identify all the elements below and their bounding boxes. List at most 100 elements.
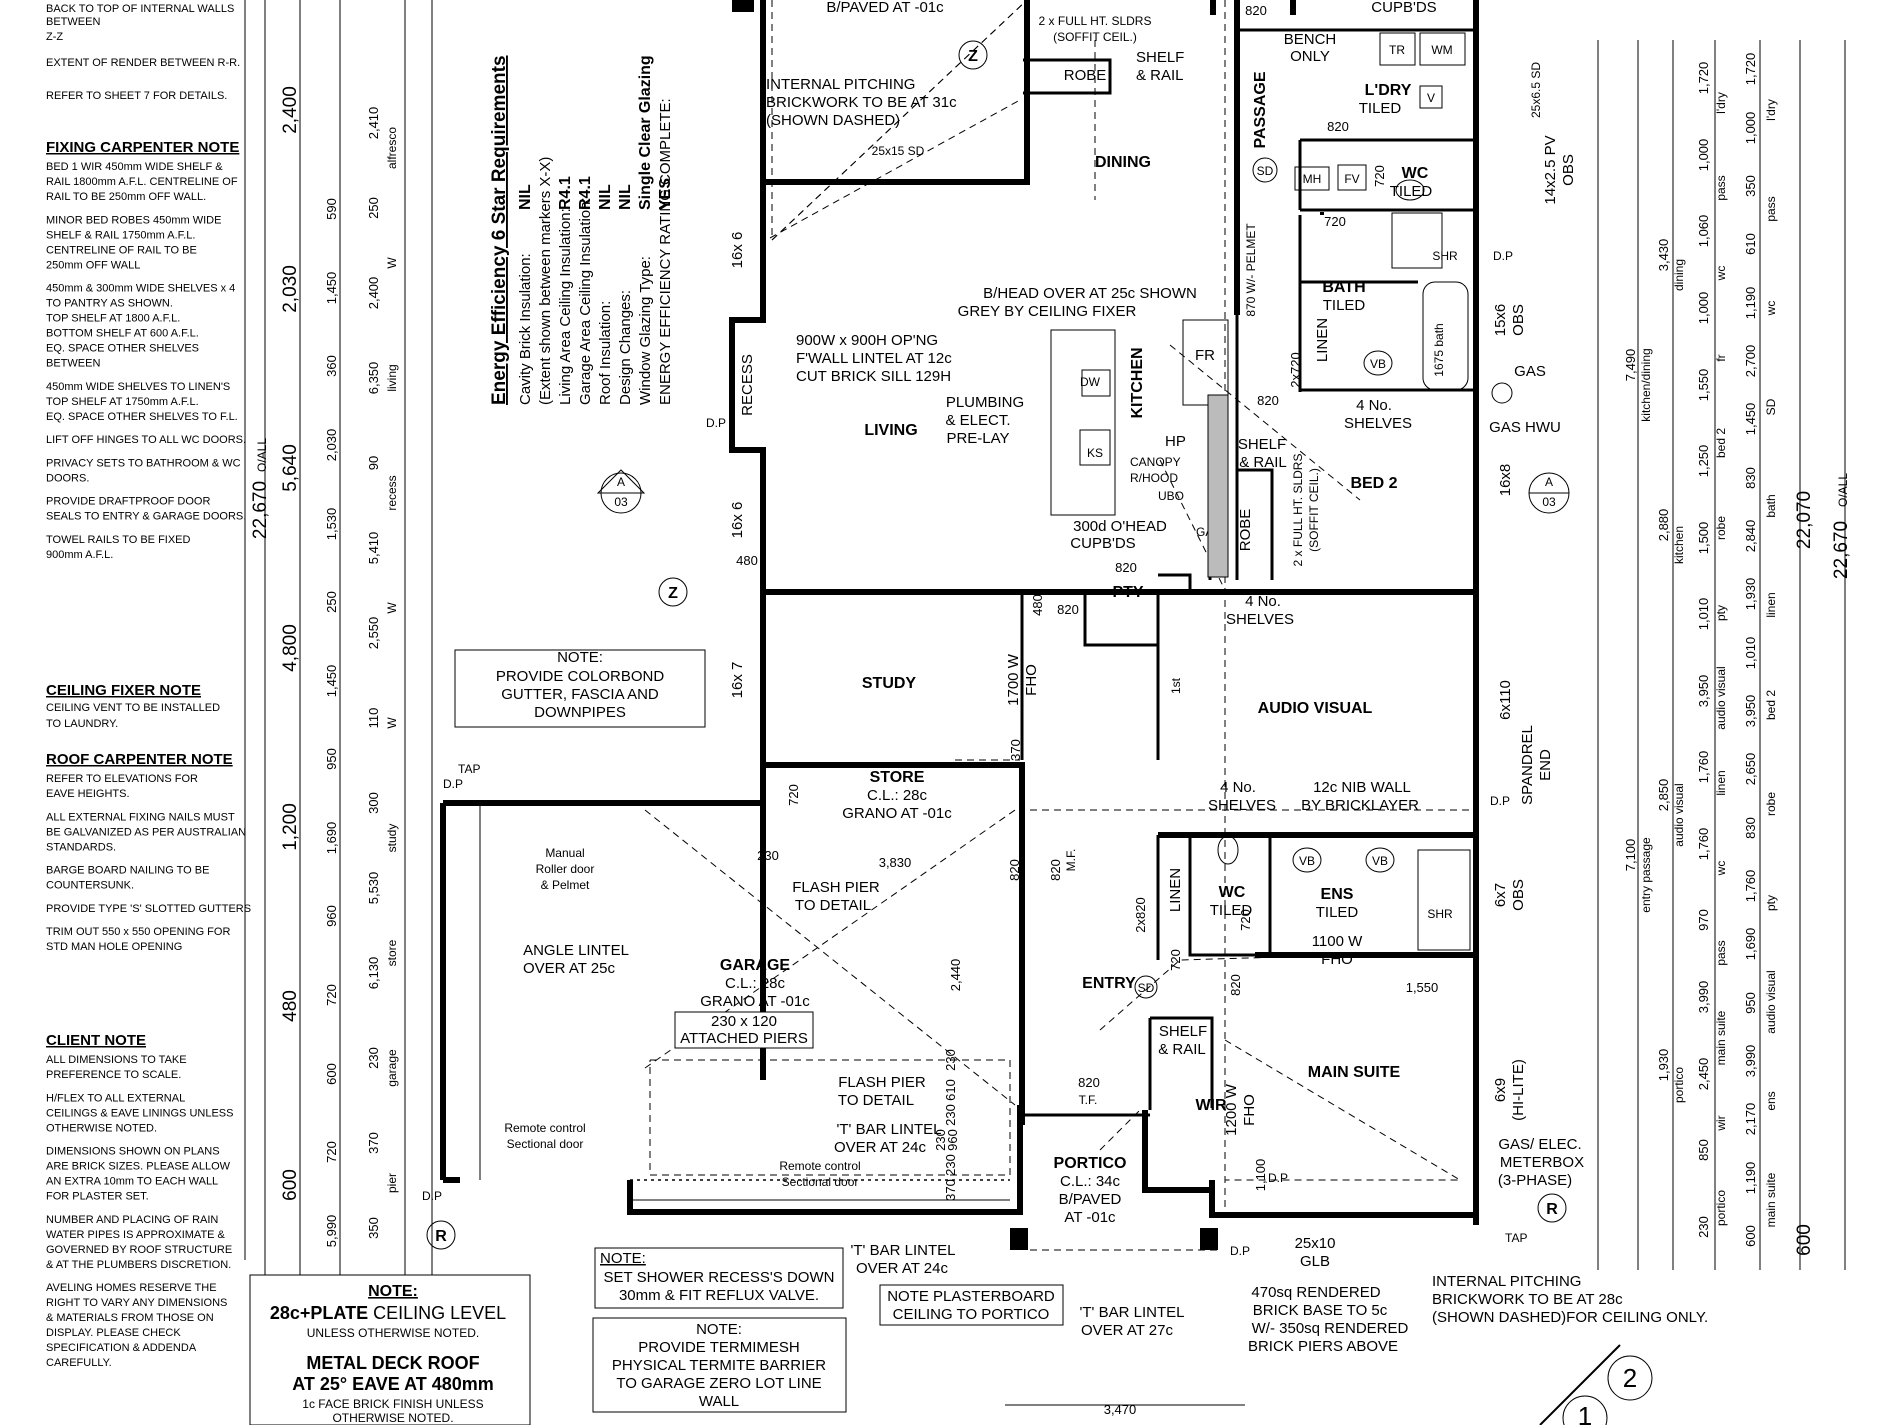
- left-dim-sub: garage: [385, 1049, 399, 1087]
- dim-370: 370: [1008, 739, 1023, 761]
- client-note-line: CEILINGS & EAVE LININGS UNLESS: [46, 1107, 233, 1119]
- energy-title: Energy Efficiency 6 Star Requirements: [489, 55, 510, 405]
- fixing-note-line: SHELF & RAIL 1750mm A.F.L.: [46, 229, 195, 241]
- right-dim: 830: [1743, 467, 1758, 489]
- roof-note-line: ALL EXTERNAL FIXING NAILS MUST: [46, 811, 235, 823]
- right-dim-sub: pty: [1764, 895, 1778, 911]
- left-dim-minor: 1,450: [324, 665, 339, 698]
- client-note-line: AVELING HOMES RESERVE THE: [46, 1282, 217, 1294]
- room-wc1: WC: [1402, 165, 1429, 182]
- right-dim: 1,500: [1696, 522, 1711, 555]
- note-gutter-2: GUTTER, FASCIA AND: [501, 686, 659, 703]
- smoke-detector-label: SD: [1138, 981, 1155, 995]
- client-note-line: WATER PIPES IS APPROXIMATE &: [46, 1229, 226, 1241]
- energy-rows: Cavity Brick Insulation:NIL(Extent shown…: [517, 55, 674, 405]
- right-dim-sub: linen: [1714, 770, 1728, 795]
- sidebar-topline: EXTENT OF RENDER BETWEEN R-R.: [46, 57, 240, 69]
- client-note-line: ARE BRICK SIZES. PLEASE ALLOW: [46, 1161, 231, 1173]
- right-dim: 1,000: [1743, 112, 1758, 145]
- roof-type: METAL DECK ROOF: [306, 1353, 479, 1373]
- right-dim-sub: pass: [1764, 196, 1778, 221]
- ceiling-fixer-heading: CEILING FIXER NOTE: [46, 682, 201, 699]
- room-kitchen: KITCHEN: [1129, 347, 1146, 418]
- note-remote-4: Sectional door: [782, 1175, 859, 1189]
- washing-machine-label: WM: [1431, 43, 1452, 57]
- note-cupbds: CUPB'DS: [1371, 0, 1436, 16]
- left-dim-minor: 590: [324, 198, 339, 220]
- note-dp: D.P: [1490, 794, 1510, 808]
- dim-820: 820: [1057, 602, 1079, 617]
- room-robe1: ROBE: [1064, 67, 1107, 84]
- note-gas-hwu: GAS HWU: [1489, 419, 1561, 436]
- note-bath-1675: 1675 bath: [1432, 323, 1446, 376]
- dim-3470: 3,470: [1104, 1402, 1137, 1417]
- note-angle-2: OVER AT 25c: [523, 960, 615, 977]
- right-dim: 2,840: [1743, 520, 1758, 553]
- plan-dimensions: 820 820 720 720 820 820 480 820 480 820 …: [736, 3, 1438, 1417]
- client-note-line: & AT THE PLUMBERS DISCRETION.: [46, 1259, 231, 1271]
- section-markers: A 03 A 03 Z Z R R 2 1: [426, 40, 1653, 1425]
- overall-dim-left: 22,670: [250, 481, 271, 539]
- note-gas-label: GAS: [1514, 363, 1546, 380]
- fixing-note-line: TOWEL RAILS TO BE FIXED: [46, 534, 191, 546]
- fixing-note-line: 900mm A.F.L.: [46, 549, 113, 561]
- note-gutter-h: NOTE:: [557, 649, 603, 666]
- energy-row-value: NIL: [617, 184, 634, 210]
- room-wc2: WC: [1219, 884, 1246, 901]
- fixing-note-line: SEALS TO ENTRY & GARAGE DOORS.: [46, 511, 246, 523]
- dim-820: 820: [1115, 560, 1137, 575]
- right-dim: 950: [1743, 992, 1758, 1014]
- note-int-pitch-2: BRICKWORK TO BE AT 31c: [766, 94, 957, 111]
- note-shelves-a: 4 No.: [1356, 397, 1392, 414]
- note-tbar-3: 'T' BAR LINTEL: [851, 1242, 956, 1259]
- overall-dim-left-sub: O/ALL: [255, 438, 269, 472]
- left-dim-sub: recess: [385, 475, 399, 510]
- right-dim-sub: wc: [1714, 266, 1728, 282]
- energy-row-key: Cavity Brick Insulation:: [517, 253, 534, 405]
- room-ens: ENS: [1321, 886, 1354, 903]
- section-marker-a03-left: A 03: [596, 469, 646, 514]
- note-heading: NOTE:: [368, 1283, 418, 1300]
- ceiling-note-line: CEILING VENT TO BE INSTALLED: [46, 702, 220, 714]
- right-dim-sub: main suite: [1764, 1172, 1778, 1227]
- note-flash-3: FLASH PIER: [838, 1074, 926, 1091]
- right-dim: 2,850: [1656, 779, 1671, 812]
- note-rail-bed2: & RAIL: [1239, 454, 1287, 471]
- note-15x6-obs: OBS: [1510, 304, 1527, 336]
- right-dim: 1,000: [1696, 292, 1711, 325]
- right-dim: 2,170: [1743, 1103, 1758, 1136]
- room-garage: GARAGE: [720, 957, 791, 974]
- left-dim-minor: 2,410: [366, 107, 381, 140]
- dim-820: 820: [1007, 859, 1022, 881]
- note-tbar-1: 'T' BAR LINTEL: [837, 1121, 942, 1138]
- note-rail-wir: & RAIL: [1158, 1041, 1206, 1058]
- client-note-line: PREFERENCE TO SCALE.: [46, 1069, 181, 1081]
- manhole-label: MH: [1303, 172, 1322, 186]
- dishwasher-label: DW: [1080, 375, 1101, 389]
- left-dim-col2: 5901,4503602,0301,5302501,4509501,690960…: [324, 198, 339, 1247]
- left-dimensions: 22,670 O/ALL 2,4002,0305,6404,8001,20048…: [250, 0, 433, 1275]
- left-dim-minor: 5,530: [366, 872, 381, 905]
- dim-720: 720: [1372, 165, 1387, 187]
- left-dim-sub: store: [385, 939, 399, 966]
- left-dim-minor: 720: [324, 984, 339, 1006]
- ceiling-level-label: CEILING LEVEL: [368, 1303, 506, 1323]
- vent-label: V: [1427, 91, 1435, 105]
- note-tap-2: TAP: [1505, 1231, 1527, 1245]
- note-sldrs: 2 x FULL HT. SLDRS: [1039, 14, 1152, 28]
- left-dim-sub: W: [385, 602, 399, 614]
- right-dim-sub: SD: [1764, 398, 1778, 415]
- right-dim-sub: robe: [1764, 792, 1778, 816]
- dim-820: 820: [1257, 393, 1279, 408]
- right-dim: 7,490: [1623, 349, 1638, 382]
- right-dim: 600: [1743, 1225, 1758, 1247]
- note-rhood: R/HOOD: [1130, 471, 1178, 485]
- left-dim-minor: 350: [366, 1217, 381, 1239]
- room-living: LIVING: [864, 422, 917, 439]
- dim-820: 820: [1228, 974, 1243, 996]
- note-dp: D.P: [422, 1189, 442, 1203]
- right-dim: 1,760: [1696, 828, 1711, 861]
- right-dim-600: 600: [1794, 1224, 1815, 1256]
- right-dim-sub: entry passage: [1639, 837, 1653, 913]
- left-dim-minor: 6,130: [366, 957, 381, 990]
